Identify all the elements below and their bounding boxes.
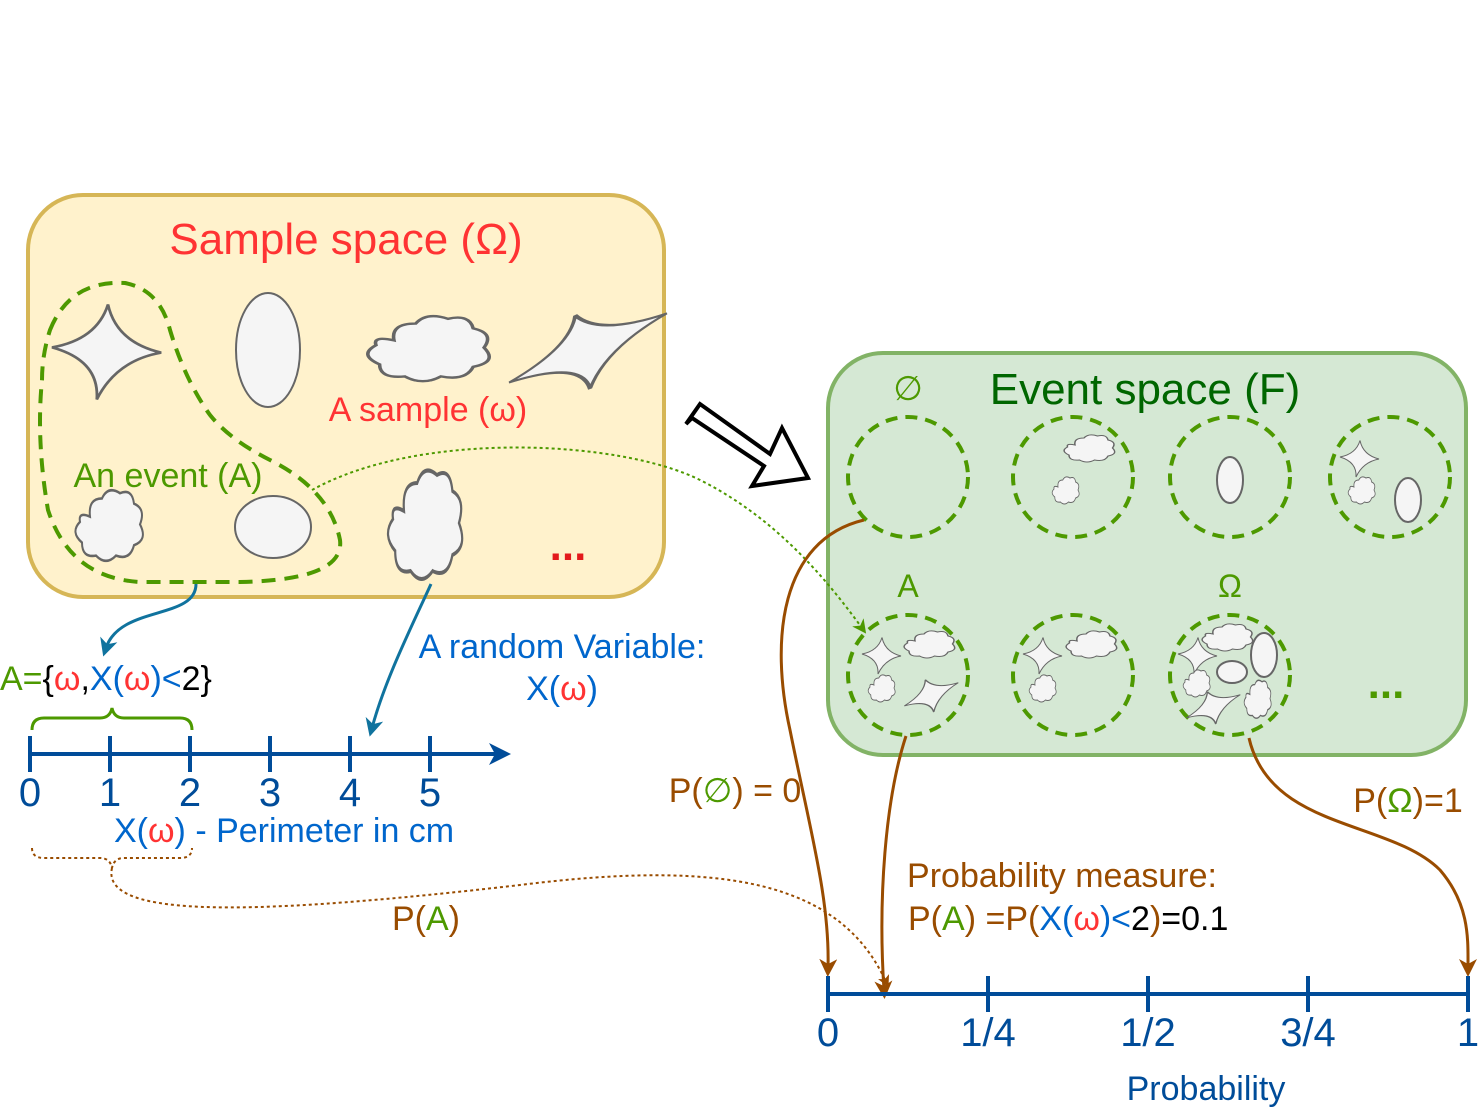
sample-space-title: Sample space (Ω) xyxy=(169,215,522,264)
event-set-a xyxy=(846,613,970,737)
empty-set-label: ∅ xyxy=(893,370,923,408)
random-variable-line1: A random Variable: xyxy=(419,628,706,666)
sample-shape-ellipse-tall xyxy=(235,292,301,408)
pa-range-brace xyxy=(31,847,193,869)
event-space-panel xyxy=(826,351,1468,757)
probability-axis-ticks: 0 1/4 1/2 3/4 1 xyxy=(817,976,1479,1055)
empty-set-probability-arrow xyxy=(779,518,865,977)
sample-space-panel xyxy=(26,193,666,599)
perimeter-axis-tick-label-4: 4 xyxy=(339,771,361,815)
probability-axis-tick-label-0: 0 xyxy=(817,1011,839,1055)
event-set-ellipse xyxy=(1168,415,1292,539)
mapping-arrow-icon xyxy=(684,401,812,489)
perimeter-axis-tick-label-3: 3 xyxy=(259,771,281,815)
perimeter-axis-tick-label-2: 2 xyxy=(179,771,201,815)
sample-label: A sample (ω) xyxy=(329,391,528,429)
event-set-star-cloud xyxy=(1011,613,1135,737)
probability-axis-tick-label-3: 3/4 xyxy=(1280,1011,1336,1055)
probability-measure-equation: P(A) =P(X(ω)<2)=0.1 xyxy=(908,900,1228,938)
event-set-mixed xyxy=(1328,415,1452,539)
probability-measure-title: Probability measure: xyxy=(907,857,1217,895)
pa-label: P(A) xyxy=(392,900,460,938)
probability-axis-tick-label-4: 1 xyxy=(1457,1011,1479,1055)
p-omega-label: P(Ω)=1 xyxy=(1353,782,1463,820)
probability-axis-tick-label-1: 1/4 xyxy=(960,1011,1016,1055)
event-a-probability-arrow xyxy=(874,735,908,999)
perimeter-axis-tick-label-0: 0 xyxy=(19,771,41,815)
random-variable-line2: X(ω) xyxy=(526,670,598,708)
event-label: An event (A) xyxy=(74,457,263,495)
event-a-set-label: A xyxy=(897,568,919,604)
probability-axis-tick-label-2: 1/2 xyxy=(1120,1011,1176,1055)
event-range-brace xyxy=(30,707,194,731)
event-definition: A={ω,X(ω)<2} xyxy=(0,660,212,698)
p-empty-label: P(∅) = 0 xyxy=(669,772,802,810)
event-space-ellipsis: ... xyxy=(1368,659,1405,708)
omega-set-label: Ω xyxy=(1218,568,1242,604)
event-to-set-arrow xyxy=(311,446,867,634)
perimeter-axis-label: X(ω) - Perimeter in cm xyxy=(114,812,454,850)
perimeter-axis-tick-label-1: 1 xyxy=(99,771,121,815)
event-set-omega xyxy=(1168,613,1292,737)
sample-to-axis-arrow xyxy=(365,583,433,737)
event-space-title: Event space (F) xyxy=(990,365,1301,414)
pa-curve-arrow xyxy=(110,867,889,988)
event-a-boundary xyxy=(38,280,343,584)
event-set-clouds xyxy=(1011,415,1135,539)
sample-space-ellipsis: ... xyxy=(550,521,587,570)
event-empty-set xyxy=(846,415,970,539)
probability-axis-label: Probability xyxy=(1127,1070,1286,1108)
perimeter-axis-tick-label-5: 5 xyxy=(419,771,441,815)
event-to-definition-arrow xyxy=(100,583,198,657)
omega-probability-arrow xyxy=(1247,737,1478,977)
sample-shape-ellipse-round xyxy=(234,495,312,559)
perimeter-axis-ticks: 0 1 2 3 4 5 xyxy=(19,736,441,815)
